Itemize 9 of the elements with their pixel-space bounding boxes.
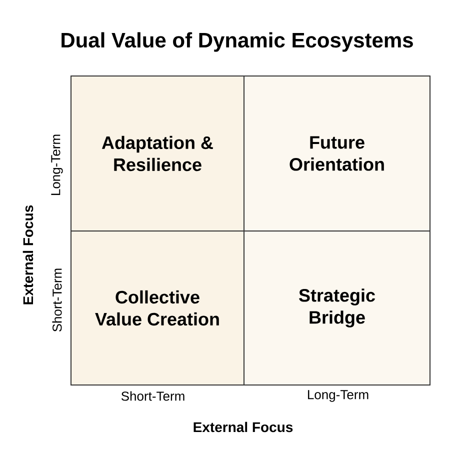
axis-label: Short-Term — [52, 268, 62, 332]
quadrant-cell: Collective Value Creation — [70, 230, 244, 386]
title: Dual Value of Dynamic Ecosystems — [62, 32, 413, 52]
quadrant-cell: Future Orientation — [244, 76, 430, 232]
axis-label: Long-Term — [51, 134, 63, 195]
axis-title: External Focus — [22, 205, 34, 304]
quadrant-cell: Adaptation & Resilience — [70, 76, 244, 232]
axis-title: External Focus — [194, 422, 293, 432]
quadrant-cell: Strategic Bridge — [244, 230, 430, 386]
